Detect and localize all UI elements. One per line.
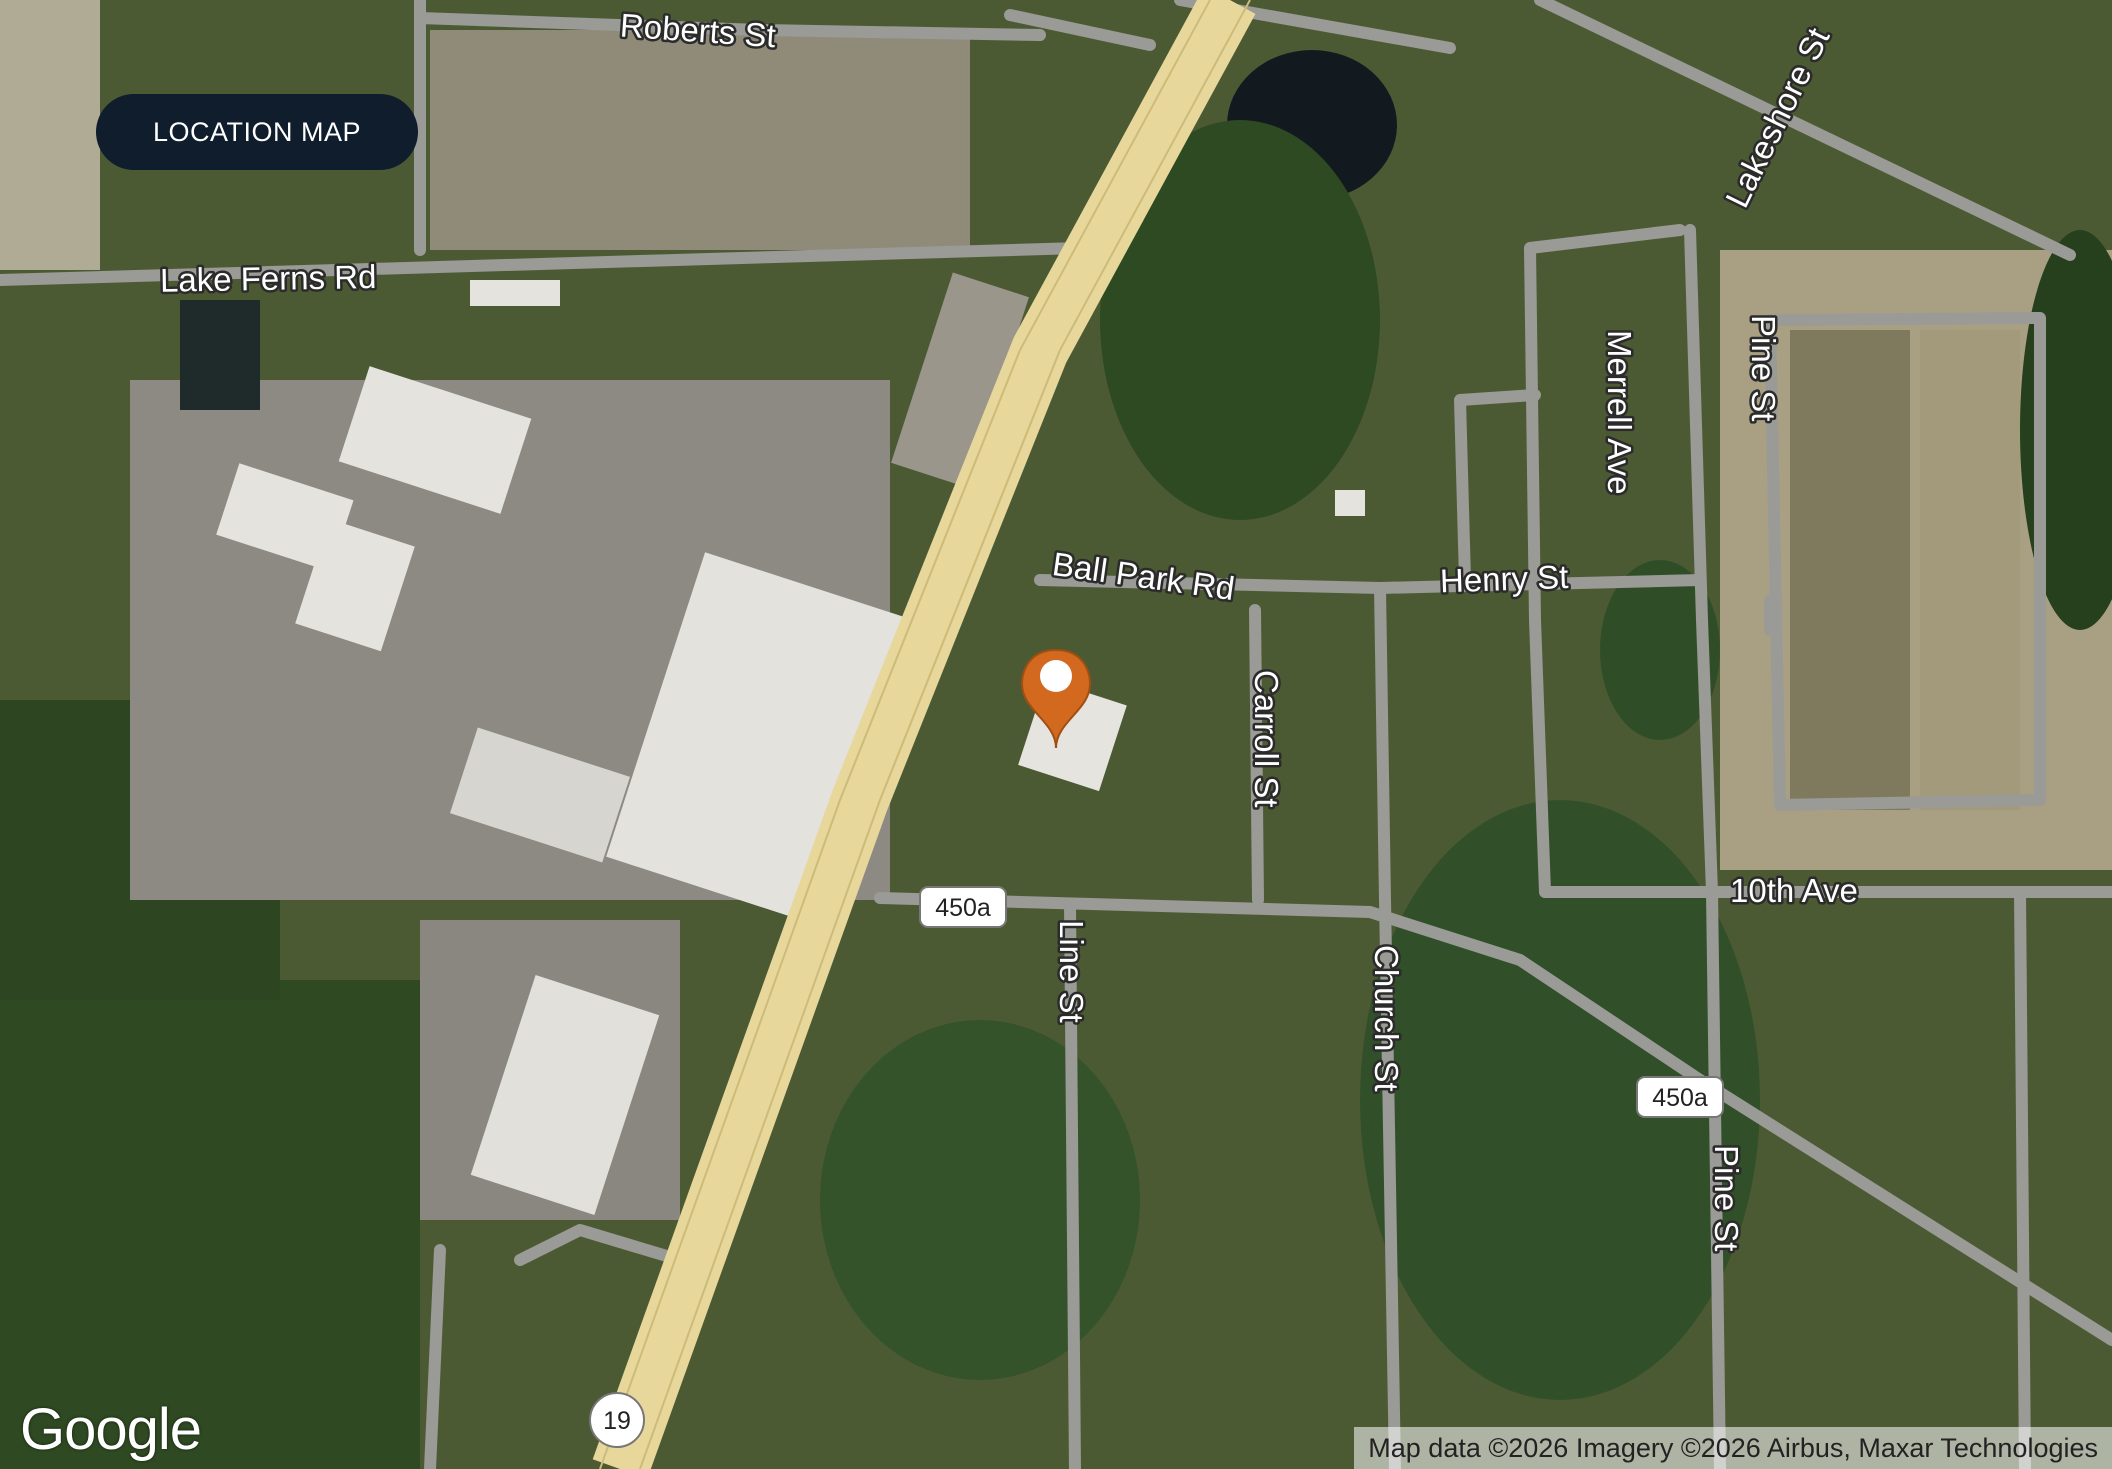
google-logo: Google [20,1397,202,1462]
road-label-pine-st-north: Pine St [1745,315,1782,421]
map-attribution[interactable]: Map data ©2026 Imagery ©2026 Airbus, Max… [1354,1427,2112,1469]
road-label-lake-ferns-rd: Lake Ferns Rd [160,258,377,299]
svg-text:450a: 450a [935,894,991,922]
svg-text:19: 19 [603,1407,631,1435]
road-label-pine-st-south: Pine St [1708,1145,1745,1251]
map-pin-icon[interactable] [1020,648,1092,749]
route-shield-450a-east: 450a [1636,1076,1724,1118]
location-map-badge: LOCATION MAP [96,94,418,170]
svg-text:450a: 450a [1652,1084,1708,1112]
road-label-line-st: Line St [1053,920,1090,1023]
road-label-merrell-ave: Merrell Ave [1601,330,1638,494]
road-label-10th-ave: 10th Ave [1730,872,1858,909]
road-label-church-st: Church St [1368,945,1405,1092]
route-shield-450a-west: 450a [919,886,1007,928]
road-label-carroll-st: Carroll St [1248,670,1285,808]
road-label-henry-st: Henry St [1439,558,1569,599]
route-shield-us-19: 19 [589,1392,645,1448]
